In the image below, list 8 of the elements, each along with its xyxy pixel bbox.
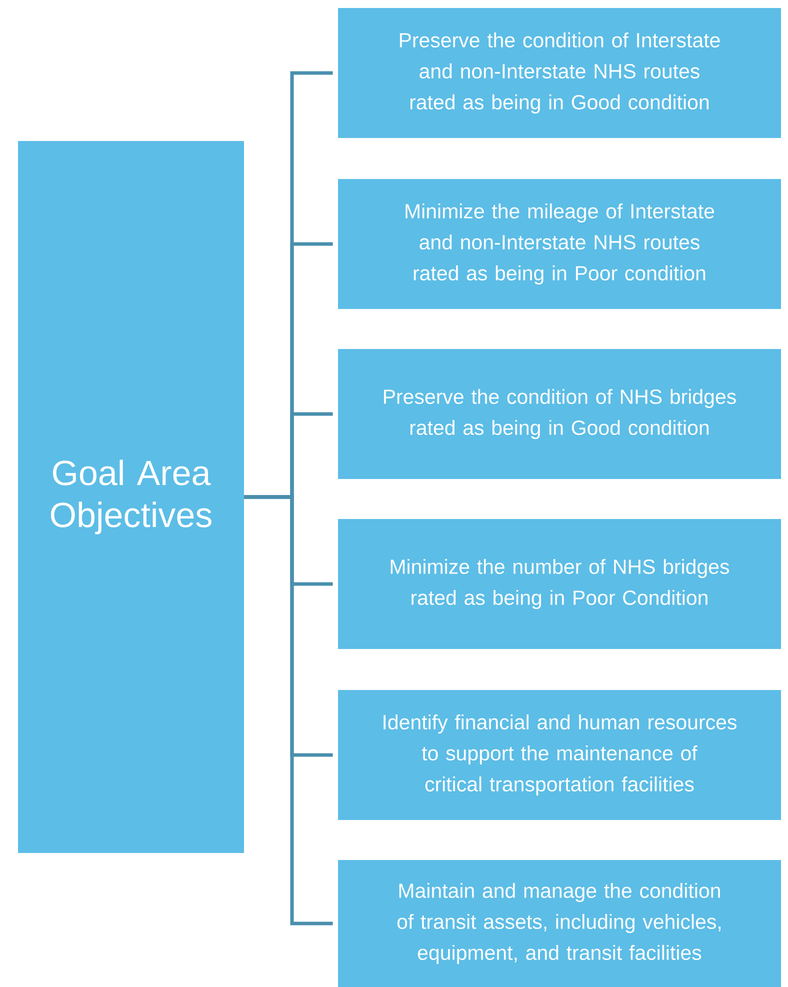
objective-box: Minimize the number of NHS bridges rated as being in Poor Condition [338, 519, 781, 649]
objective-box: Identify financial and human resources to support the maintenance of critical transportation facilities [338, 690, 781, 820]
objective-box: Minimize the mileage of Interstate and non-Interstate NHS routes rated as being in Poor condition [338, 179, 781, 309]
connector [244, 495, 333, 926]
objective-box: Maintain and manage the condition of transit assets, including vehicles, equipment, and transit facilities [338, 860, 781, 987]
objective-box: Preserve the condition of NHS bridges rated as being in Good condition [338, 349, 781, 479]
objective-box: Preserve the condition of Interstate and non-Interstate NHS routes rated as being in Good condition [338, 8, 781, 138]
goal-box: Goal Area Objectives [18, 141, 244, 853]
